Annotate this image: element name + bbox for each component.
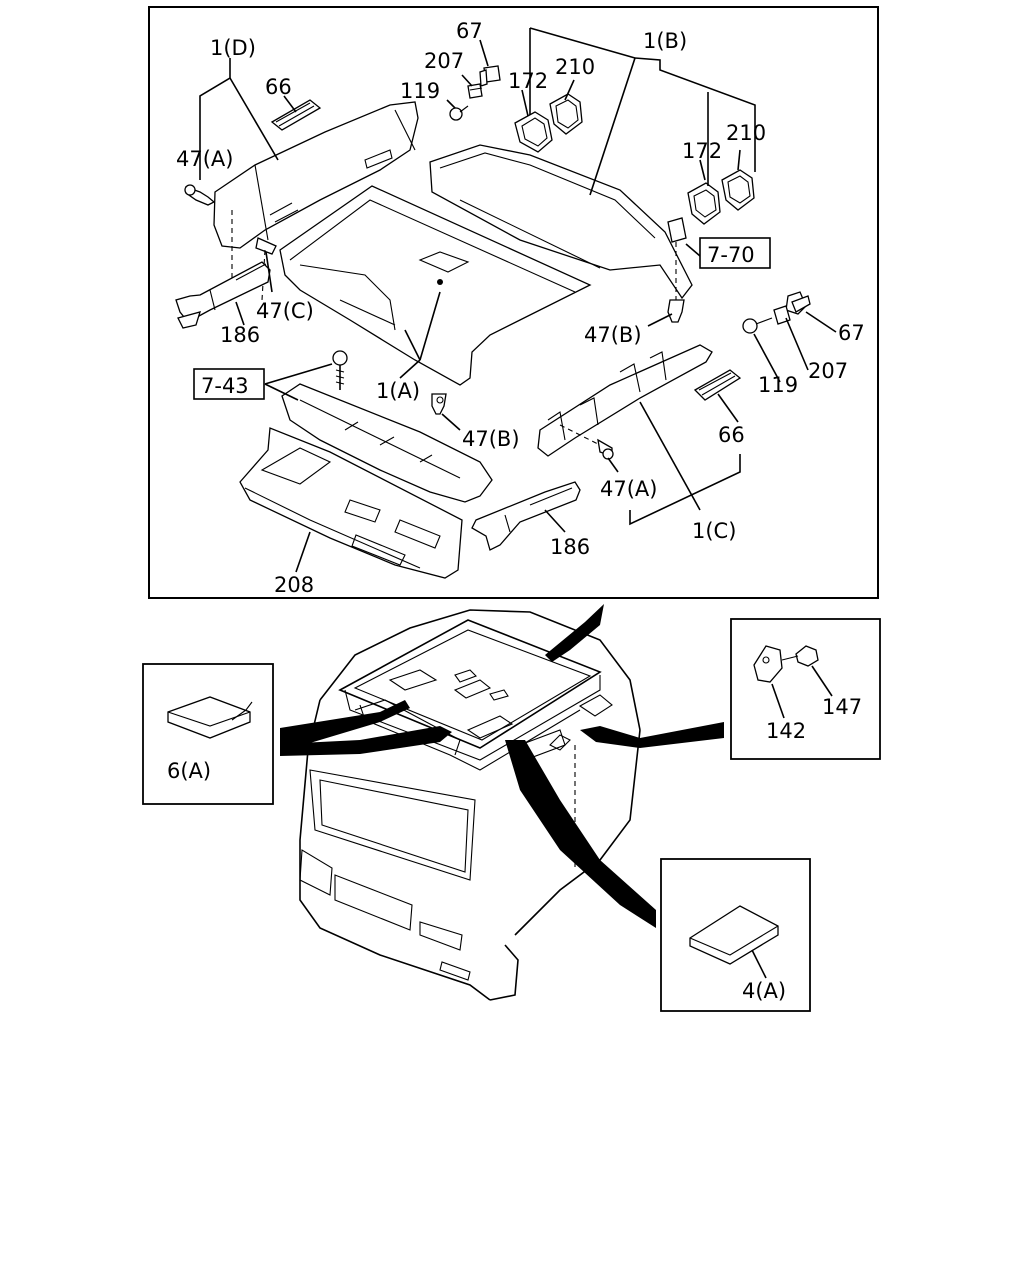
grommet-172-a (514, 111, 553, 153)
screw-47a-left (184, 184, 216, 206)
console-208 (239, 427, 463, 579)
label-47a-left: 47(A) (176, 147, 233, 171)
trim-panel-1c (537, 344, 713, 457)
grommet-172-b (687, 182, 721, 225)
clip-near-7-70 (667, 217, 687, 300)
main-diagram-frame (148, 6, 879, 599)
label-47c: 47(C) (256, 299, 314, 323)
lamp-66-right (693, 369, 742, 401)
rear-panel-1b (429, 144, 693, 300)
label-172-b: 172 (682, 139, 722, 163)
label-142: 142 (766, 719, 806, 743)
headliner-1a (279, 185, 592, 386)
label-47b-right: 47(B) (584, 323, 642, 347)
label-147: 147 (822, 695, 862, 719)
trim-panel-1d (213, 101, 419, 280)
reference-box-7-70[interactable]: 7-70 (699, 237, 771, 269)
label-1c: 1(C) (692, 519, 736, 543)
detail-box-142-147: 142 147 (730, 618, 881, 760)
label-47a-right: 47(A) (600, 477, 657, 501)
truck-cab (299, 609, 641, 1001)
bracket-186-left (175, 261, 271, 329)
label-210-b: 210 (726, 121, 766, 145)
rivet-119-top (449, 105, 469, 121)
lamp-66-top (270, 99, 322, 131)
label-6a: 6(A) (167, 759, 211, 783)
grommet-210-b (721, 169, 755, 211)
label-186-right: 186 (550, 535, 590, 559)
label-172-a: 172 (508, 69, 548, 93)
label-47b-center: 47(B) (462, 427, 520, 451)
rivet-119-right (742, 317, 773, 334)
detail-box-6a: 6(A) (142, 663, 274, 805)
reference-7-43[interactable]: 7-43 (201, 374, 249, 398)
clip-67-top (479, 65, 501, 87)
label-119-right: 119 (758, 373, 798, 397)
label-208: 208 (274, 573, 314, 597)
clip-207-top (467, 83, 483, 99)
label-67-right: 67 (838, 321, 865, 345)
main-labels: 1(D) 66 67 207 119 172 210 1(B) 172 210 … (176, 19, 865, 597)
bolt-7-43 (332, 350, 348, 390)
label-186-left: 186 (220, 323, 260, 347)
reference-7-70[interactable]: 7-70 (707, 243, 755, 267)
pointer-arrows (280, 604, 724, 928)
label-119-top: 119 (400, 79, 440, 103)
reference-box-7-43[interactable]: 7-43 (193, 368, 265, 400)
label-207-right: 207 (808, 359, 848, 383)
label-1d: 1(D) (210, 36, 256, 60)
grommet-210-a (549, 93, 583, 135)
label-4a: 4(A) (742, 979, 786, 1003)
label-1b: 1(B) (643, 29, 687, 53)
label-1a: 1(A) (376, 379, 420, 403)
label-66-top: 66 (265, 75, 292, 99)
fastener-47b-center (431, 393, 447, 415)
fastener-47b-right (667, 299, 685, 323)
label-67-top: 67 (456, 19, 483, 43)
screw-47a-right (597, 438, 614, 460)
overhead-console-upper (281, 383, 493, 503)
clip-67-right (785, 291, 811, 315)
clip-47c (255, 237, 277, 301)
bracket-186-right (471, 481, 581, 551)
label-66-right: 66 (718, 423, 745, 447)
label-207-top: 207 (424, 49, 464, 73)
detail-box-4a: 4(A) (660, 858, 811, 1012)
label-210-a: 210 (555, 55, 595, 79)
leader-lines-main (199, 27, 837, 573)
